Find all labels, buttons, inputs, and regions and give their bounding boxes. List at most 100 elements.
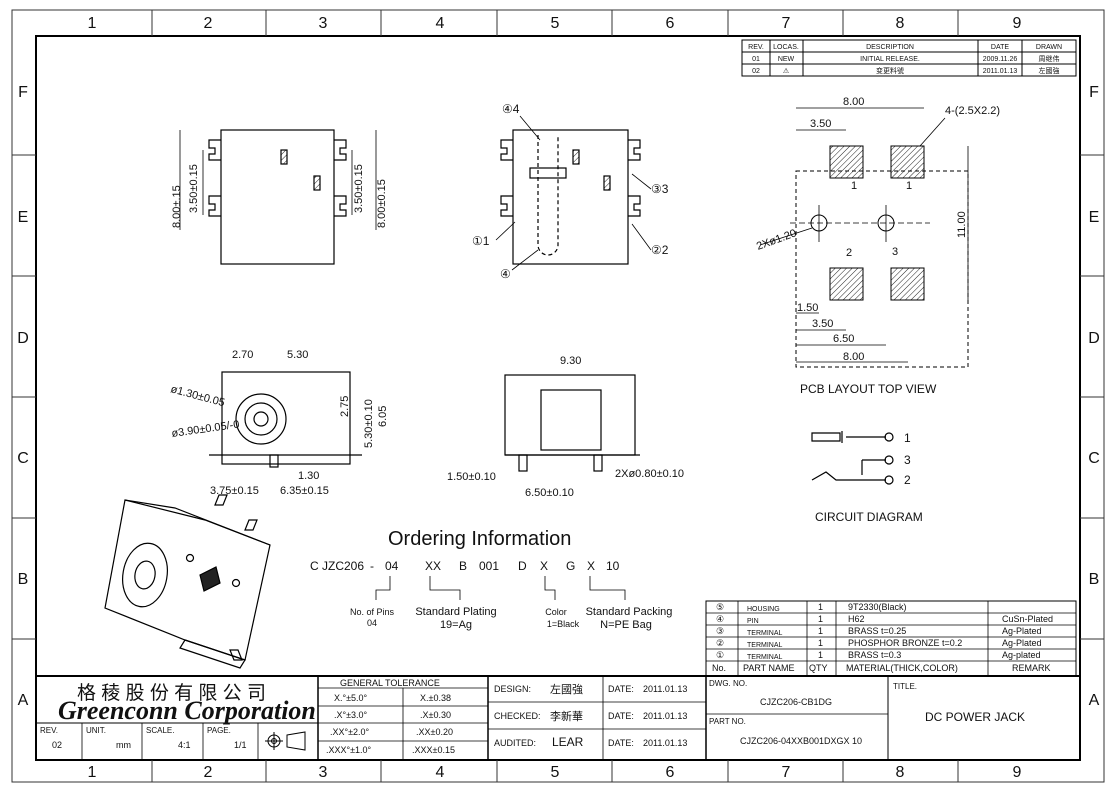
rev-row2-drawn: 左國強 [1039, 66, 1060, 75]
pcb-dim-pads: 4-(2.5X2.2) [945, 105, 1000, 117]
order-packing-value: N=PE Bag [600, 619, 652, 631]
bom-r2-no: ② [716, 638, 724, 648]
bom-r3-remark: Ag-Plated [1002, 626, 1042, 636]
outer-frame [11, 9, 1105, 783]
bl-dim-6-35: 6.35±0.15 [280, 485, 329, 497]
bl-dim-5-30-010: 5.30±0.10 [363, 399, 375, 448]
grid-row-e: E [1089, 209, 1100, 226]
front-view [208, 129, 347, 265]
ordering-title: Ordering Information [388, 528, 571, 550]
tol-r4-angle: .XXX°±1.0° [326, 745, 372, 755]
bom-r1-part: TERMINAL [747, 654, 783, 661]
order-color-title: Color [545, 607, 567, 617]
bom-r1-no: ① [716, 650, 724, 660]
grid-col-6: 6 [666, 764, 675, 781]
checked-value: 李新華 [550, 709, 583, 723]
rev-header-drawn: DRAWN [1036, 44, 1062, 51]
inner-frame [35, 35, 1081, 761]
front-dim-3-50-right: 3.50±0.15 [353, 164, 365, 213]
callout-4-bottom: ④ [500, 267, 511, 281]
bl-dim-1-30: 1.30 [298, 470, 319, 482]
bom-r2-part: TERMINAL [747, 642, 783, 649]
date-label-2: DATE: [608, 711, 634, 721]
order-pins-title: No. of Pins [350, 607, 395, 617]
audited-value: LEAR [552, 735, 584, 749]
pcb-dim-hole: 2Xø1.20 [755, 227, 798, 253]
rev-header-date: DATE [991, 44, 1009, 51]
grid-col-1: 1 [88, 15, 97, 32]
pcb-caption: PCB LAYOUT TOP VIEW [800, 382, 937, 396]
pcb-pad-1b [890, 145, 925, 179]
date-value-2: 2011.01.13 [643, 711, 687, 721]
grid-row-c: C [17, 450, 29, 467]
bottom-mid-view [504, 374, 640, 472]
pcb-pad-label-1b: 1 [906, 180, 912, 192]
circuit-pin-2: 2 [904, 473, 911, 487]
grid-col-1: 1 [88, 764, 97, 781]
title-label: TITLE. [893, 682, 917, 691]
rev-row2-locas: ⚠ [783, 67, 789, 75]
bl-dim-6-05: 6.05 [377, 406, 389, 427]
order-plating-title: Standard Plating [415, 606, 496, 618]
side-view-callouts: ④4 ③3 ①1 ②2 ④ [472, 102, 669, 281]
grid-ticks [12, 10, 1104, 782]
ordering-info: Ordering Information C JZC206 - 04 XX B … [310, 528, 672, 631]
code-dash: - [370, 559, 374, 573]
tol-r1-linear: X.±0.38 [420, 693, 451, 703]
grid-row-d: D [17, 330, 29, 347]
tol-r1-angle: X.°±5.0° [334, 693, 368, 703]
front-view-dims [179, 130, 377, 230]
iso-view [104, 494, 271, 669]
grid-row-f: F [18, 84, 28, 101]
bm-dim-dia-0-80: 2Xø0.80±0.10 [615, 468, 684, 480]
grid-col-4: 4 [436, 764, 445, 781]
pcb-dim-6-50: 6.50 [833, 333, 854, 345]
pcb-dim-11: 11.00 [956, 211, 968, 238]
code-001: 001 [479, 559, 499, 573]
callout-3: ③3 [651, 182, 669, 196]
grid-col-9: 9 [1013, 764, 1022, 781]
projection-icon [265, 731, 306, 751]
grid-column-labels-bottom: 1 2 3 4 5 6 7 8 9 [88, 764, 1022, 781]
audited-label: AUDITED: [494, 738, 536, 748]
pcb-pad-label-1a: 1 [851, 180, 857, 192]
bottom-mid-dims: 9.30 1.50±0.10 2Xø0.80±0.10 6.50±0.10 [447, 355, 684, 499]
pcb-dims: 8.00 3.50 4-(2.5X2.2) 11.00 2Xø1.20 1.50… [755, 96, 1000, 396]
grid-col-3: 3 [319, 764, 328, 781]
bom-r1-remark: Ag-plated [1002, 650, 1041, 660]
dwg-value: CJZC206-CB1DG [760, 697, 832, 707]
bom-r3-part: TERMINAL [747, 630, 783, 637]
pcb-layout [759, 107, 969, 368]
design-value: 左國強 [550, 683, 583, 696]
bom-r3-material: BRASS t=0.25 [848, 626, 906, 636]
company-name-en: Greenconn Corporation [58, 696, 316, 725]
bl-dim-dia-1-30: ø1.30±0.05 [169, 383, 226, 409]
tol-r2-linear: .X±0.30 [420, 710, 451, 720]
tol-r3-angle: .XX°±2.0° [330, 727, 370, 737]
bom-r4-remark: CuSn-Plated [1002, 614, 1053, 624]
bom-header-part: PART NAME [743, 663, 795, 673]
side-view [500, 129, 641, 265]
bom-header-material: MATERIAL(THICK,COLOR) [846, 663, 958, 673]
code-plating: XX [425, 559, 441, 573]
part-label: PART NO. [709, 717, 746, 726]
bom-r5-qty: 1 [818, 602, 823, 612]
pcb-pad-label-3: 3 [892, 246, 898, 258]
rev-row2-date: 2011.01.13 [983, 68, 1018, 75]
grid-column-labels-top: 1 2 3 4 5 6 7 8 9 [88, 15, 1022, 32]
date-value-1: 2011.01.13 [643, 684, 687, 694]
page-value: 1/1 [234, 740, 247, 750]
grid-row-f: F [1089, 84, 1099, 101]
rev-row1-locas: NEW [778, 56, 795, 63]
grid-row-a: A [18, 692, 29, 709]
grid-col-2: 2 [204, 764, 213, 781]
code-b: B [459, 559, 467, 573]
grid-row-e: E [18, 209, 29, 226]
rev-header-description: DESCRIPTION [866, 44, 914, 51]
order-color-value: 1=Black [547, 619, 580, 629]
scale-value: 4:1 [178, 740, 191, 750]
bom-table: ⑤ HOUSING 1 9T2330(Black) ④ PIN 1 H62 Cu… [705, 600, 1077, 677]
code-d: D [518, 559, 527, 573]
bottom-left-view [209, 371, 362, 468]
